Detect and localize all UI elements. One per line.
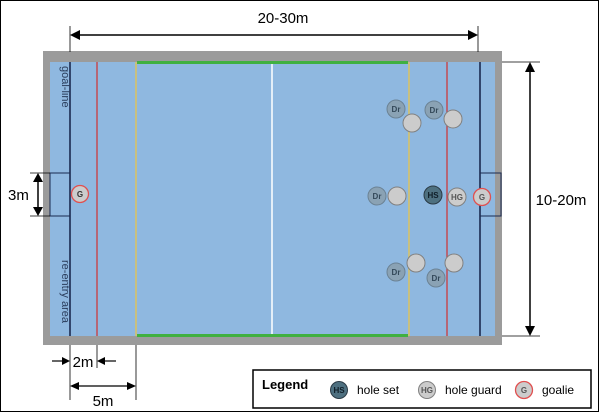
goal-width-arrowhead-bottom	[33, 207, 43, 216]
defender	[444, 253, 464, 273]
svg-text:HG: HG	[451, 193, 463, 202]
two-m-arrowhead-right	[97, 357, 105, 365]
defender	[443, 109, 463, 129]
svg-text:Dr: Dr	[392, 268, 401, 277]
legend-goalie-icon	[514, 380, 534, 400]
legend-hole-set-icon	[330, 381, 348, 399]
two-m-arrowhead-left	[62, 357, 70, 365]
right-goalie: G	[472, 187, 492, 207]
driver: Dr	[424, 100, 444, 120]
legend-hole-set-label: hole set	[357, 383, 400, 397]
defender	[402, 113, 422, 133]
svg-text:Dr: Dr	[430, 106, 439, 115]
svg-text:HS: HS	[427, 191, 439, 200]
five-m-label: 5m	[93, 393, 114, 410]
driver: Dr	[386, 262, 406, 282]
defender	[406, 253, 426, 273]
driver: Dr	[386, 99, 406, 119]
legend: Legend HS hole set HG hole guard G goali…	[252, 369, 592, 409]
legend-hole-guard-icon	[418, 381, 436, 399]
svg-text:Dr: Dr	[373, 192, 382, 201]
legend-title: Legend	[262, 377, 308, 392]
svg-text:Dr: Dr	[432, 274, 441, 283]
reentry-area-label: re-entry area	[59, 260, 71, 324]
defender	[387, 186, 407, 206]
svg-text:Dr: Dr	[392, 105, 401, 114]
svg-text:G: G	[479, 193, 485, 202]
length-arrowhead-left	[70, 30, 80, 40]
width-label: 10-20m	[536, 192, 587, 209]
hole-set-player: HS	[423, 185, 443, 205]
legend-hole-guard-abbr: HG	[421, 386, 433, 395]
legend-hole-set-abbr: HS	[333, 386, 345, 395]
driver: Dr	[426, 268, 446, 288]
svg-text:G: G	[77, 190, 83, 199]
left-goalie: G	[70, 184, 90, 204]
two-m-label: 2m	[73, 354, 94, 371]
width-arrowhead-bottom	[525, 326, 535, 336]
goal-width-arrowhead-top	[33, 173, 43, 182]
goal-line-label: goal-line	[59, 66, 71, 108]
five-m-arrowhead-right	[127, 382, 136, 390]
goal-left	[49, 172, 71, 217]
five-m-arrowhead-left	[70, 382, 79, 390]
length-arrowhead-right	[468, 30, 478, 40]
legend-goalie-abbr: G	[521, 386, 527, 395]
length-label: 20-30m	[258, 10, 309, 27]
legend-goalie-label: goalie	[542, 383, 574, 397]
width-arrowhead-top	[525, 62, 535, 72]
length-label-bg	[244, 8, 322, 28]
goal-width-label: 3m	[8, 187, 29, 204]
legend-hole-guard-label: hole guard	[445, 383, 502, 397]
driver: Dr	[367, 186, 387, 206]
width-label-bg	[533, 190, 591, 210]
hole-guard-player: HG	[447, 187, 467, 207]
legend-box	[252, 369, 592, 409]
